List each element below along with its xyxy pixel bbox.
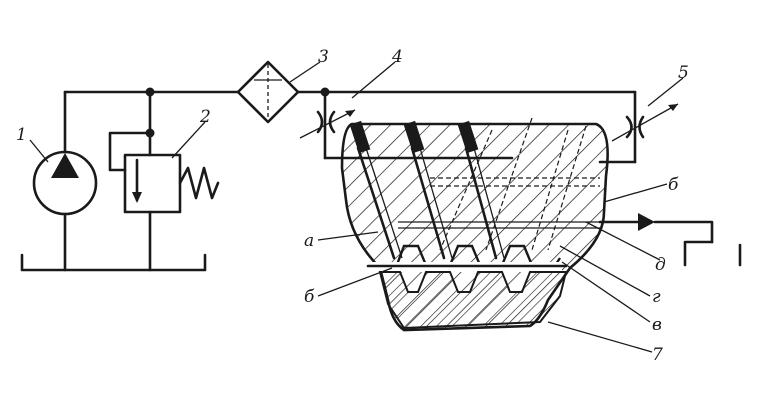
tank-right [683,240,742,267]
label-pump: 1 [16,125,27,145]
leader-lines [29,61,684,353]
filter [236,60,300,124]
label-channel-b-left: б [304,287,315,307]
throttle-out [598,90,679,164]
guide-rail [378,271,568,330]
label-channel-b-right: б [668,175,679,195]
relief-valve [108,90,220,272]
label-throttle-in: 4 [391,47,403,67]
label-channel-d: д [655,255,666,275]
channels [349,117,600,260]
tank-left [20,253,207,272]
pump [32,90,98,272]
label-channel-g: г [652,287,661,307]
drain-outlet [598,213,714,244]
label-body: 7 [652,345,663,365]
label-throttle-out: 5 [678,63,689,83]
label-relief-valve: 2 [199,107,211,127]
label-channel-a: а [304,231,314,251]
label-filter: 3 [318,47,329,67]
label-channel-v: в [652,315,662,335]
